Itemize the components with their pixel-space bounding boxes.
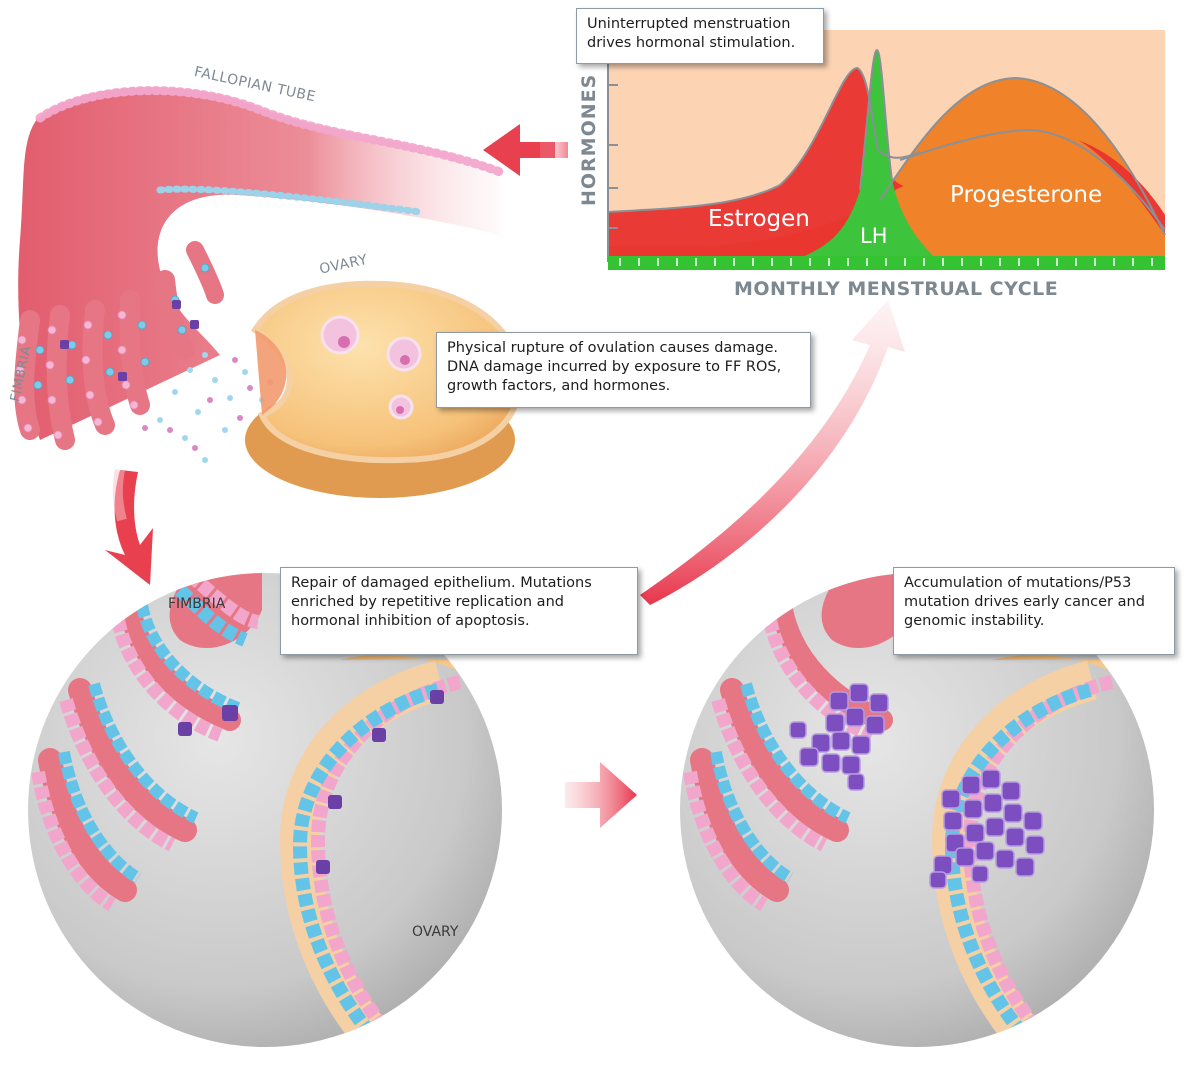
ovulation-spray: [142, 352, 273, 463]
ovary-circle-label: OVARY: [412, 924, 459, 940]
chart-x-axis-label: MONTHLY MENSTRUAL CYCLE: [734, 278, 1059, 300]
progesterone-front: [880, 126, 1165, 262]
callout-ovulation-line-1: Physical rupture of ovulation causes dam…: [447, 340, 779, 356]
fimbria-circle-label: FIMBRIA: [168, 596, 226, 612]
arrow-to-cancer: [565, 762, 637, 828]
estrogen-series-label: Estrogen: [708, 206, 810, 232]
callout-mutation-accumulation: Accumulation of mutations/P53 mutation d…: [893, 567, 1175, 655]
callout-repair-line-3: hormonal inhibition of apoptosis.: [291, 613, 530, 629]
callout-repair-line-1: Repair of damaged epithelium. Mutations: [291, 575, 592, 591]
hormone-chart: [607, 30, 1166, 270]
callout-accumulation-line-3: genomic instability.: [904, 613, 1045, 629]
callout-hormonal-stimulation: Uninterrupted menstruation drives hormon…: [576, 8, 824, 64]
callout-hormonal-line-1: Uninterrupted menstruation: [587, 16, 791, 32]
callout-accumulation-line-2: mutation drives early cancer and: [904, 594, 1145, 610]
fallopian-tube: [14, 86, 505, 450]
arrow-to-repair: [105, 470, 153, 585]
lh-area: [790, 50, 940, 262]
callout-hormonal-line-2: drives hormonal stimulation.: [587, 35, 796, 51]
callout-ovulation-damage: Physical rupture of ovulation causes dam…: [436, 332, 811, 408]
callout-accumulation-line-1: Accumulation of mutations/P53: [904, 575, 1132, 591]
arrow-to-tube: [483, 124, 555, 176]
callout-epithelium-repair: Repair of damaged epithelium. Mutations …: [280, 567, 638, 655]
arrows: [105, 124, 905, 828]
progesterone-series-label: Progesterone: [950, 182, 1103, 208]
callout-ovulation-line-2: DNA damage incurred by exposure to FF RO…: [447, 359, 782, 375]
tumor-cluster-ovary: [929, 769, 1045, 889]
arrow-to-chart: [640, 300, 905, 605]
lh-series-label: LH: [860, 224, 888, 248]
callout-ovulation-line-3: growth factors, and hormones.: [447, 378, 671, 394]
callout-repair-line-2: enriched by repetitive replication and: [291, 594, 564, 610]
chart-y-axis-label: HORMONES: [578, 73, 600, 206]
ovary-top: [245, 280, 524, 498]
tumor-cluster-fimbria: [789, 683, 889, 791]
